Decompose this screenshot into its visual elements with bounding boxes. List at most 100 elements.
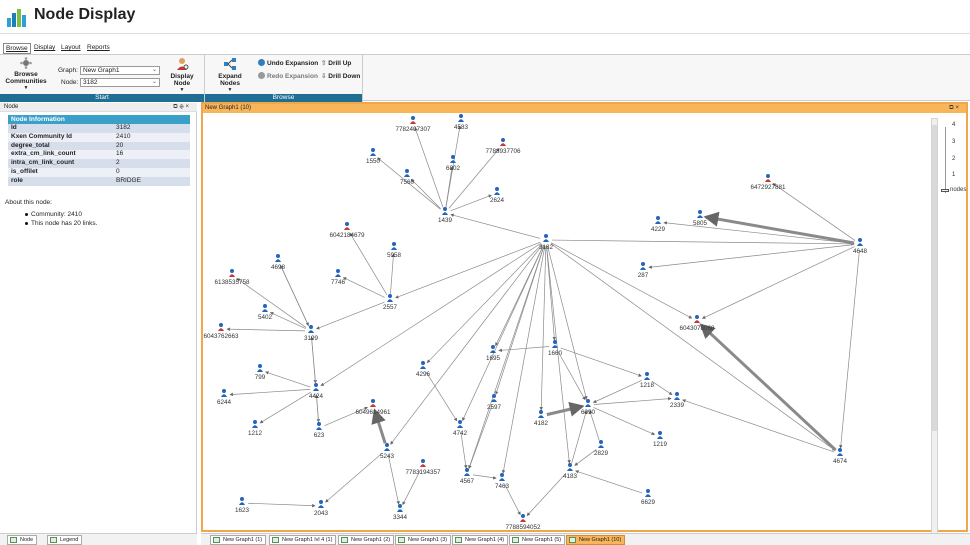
graph-node[interactable]: 7782407307 xyxy=(395,116,431,133)
menu-tab-reports[interactable]: Reports xyxy=(87,44,110,51)
graph-node[interactable]: 799 xyxy=(255,364,266,381)
node-select[interactable]: 3182⌄ xyxy=(80,78,160,87)
graph-node[interactable]: 5243 xyxy=(380,443,395,460)
graph-node[interactable]: 287 xyxy=(638,262,649,279)
graph-node[interactable]: 6049614961 xyxy=(355,399,391,416)
graph-edge xyxy=(450,194,492,212)
graph-edge xyxy=(450,213,541,239)
drill-down-button[interactable]: ⇩ Drill Down xyxy=(321,72,360,80)
graph-node[interactable]: 5402 xyxy=(258,304,273,321)
graph-node[interactable]: 6802 xyxy=(446,155,461,172)
graph-canvas[interactable]: 3182 7782407307 4583 7788937706 1550 6802 7560… xyxy=(203,113,966,534)
graph-node[interactable]: 4698 xyxy=(271,254,286,271)
graph-node[interactable]: 4229 xyxy=(651,216,666,233)
graph-edge xyxy=(310,336,316,384)
tab-graph-4[interactable]: New Graph1 (4) xyxy=(452,535,509,545)
person-icon xyxy=(218,328,224,331)
graph-node[interactable]: 2043 xyxy=(314,500,329,517)
graph-node[interactable]: 6090 xyxy=(581,399,596,416)
graph-node[interactable]: 7560 xyxy=(400,169,415,186)
graph-node[interactable]: 6043762663 xyxy=(203,323,239,340)
person-icon xyxy=(314,383,318,387)
graph-node[interactable]: 1219 xyxy=(653,431,668,448)
graph-node[interactable]: 2339 xyxy=(670,392,685,409)
browse-communities-button[interactable]: Browse Communities ▼ xyxy=(3,57,49,91)
network-graph[interactable]: 3182 7782407307 4583 7788937706 1550 6802 7560… xyxy=(203,113,928,532)
graph-node[interactable]: 4742 xyxy=(453,420,468,437)
drill-down-label: Drill Down xyxy=(328,73,361,80)
row-key: Kxen Community Id xyxy=(8,132,113,142)
menu-tab-layout[interactable]: Layout xyxy=(61,44,81,51)
graph-node[interactable]: 5805 xyxy=(693,210,708,227)
graph-node[interactable]: 1218 xyxy=(640,372,655,389)
graph-node[interactable]: 7788937706 xyxy=(485,138,521,155)
restore-icon[interactable]: ⧉ xyxy=(173,104,180,110)
graph-node[interactable]: 4296 xyxy=(416,361,431,378)
graph-node[interactable]: 4424 xyxy=(309,383,324,400)
tab-graph-lvl4[interactable]: New Graph1 lvl 4 (1) xyxy=(269,535,337,545)
graph-node[interactable]: 3344 xyxy=(393,504,408,521)
zoom-slider-handle[interactable] xyxy=(941,189,949,192)
graph-node[interactable]: 7746 xyxy=(331,269,346,286)
node-label: 6629 xyxy=(641,499,656,506)
node-label: 2829 xyxy=(594,450,609,457)
node-label: 3199 xyxy=(304,335,319,342)
graph-node[interactable]: 6043078068 xyxy=(679,315,715,332)
graph-node[interactable]: 7783194357 xyxy=(405,459,441,476)
graph-node[interactable]: 2829 xyxy=(594,440,609,457)
restore-icon[interactable]: ⧉ xyxy=(949,105,956,111)
tab-graph-2[interactable]: New Graph1 (2) xyxy=(338,535,395,545)
graph-node[interactable]: 3199 xyxy=(304,325,319,342)
graph-node[interactable]: 1439 xyxy=(438,207,453,224)
tab-graph-3[interactable]: New Graph1 (3) xyxy=(395,535,452,545)
person-icon xyxy=(258,364,262,368)
graph-node[interactable]: 5958 xyxy=(387,242,402,259)
zoom-slider-track[interactable] xyxy=(945,127,946,193)
graph-node[interactable]: 4583 xyxy=(454,114,469,131)
graph-node[interactable]: 4648 xyxy=(853,238,868,255)
undo-expansion-button[interactable]: Undo Expansion xyxy=(258,59,318,67)
menu-tab-display[interactable]: Display xyxy=(34,44,56,51)
graph-node[interactable]: 6042184679 xyxy=(329,222,365,239)
expand-nodes-button[interactable]: Expand Nodes ▼ xyxy=(208,57,252,93)
graph-node[interactable]: 7788594052 xyxy=(505,514,541,531)
graph-edge xyxy=(571,410,588,464)
close-icon[interactable]: × xyxy=(955,105,961,111)
graph-node[interactable]: 1695 xyxy=(486,345,501,362)
graph-select[interactable]: New Graph1⌄ xyxy=(80,66,160,75)
graph-node[interactable]: 4183 xyxy=(563,463,578,480)
graph-node[interactable]: 1660 xyxy=(548,340,563,357)
graph-node[interactable]: 623 xyxy=(314,422,325,439)
row-value: 3182 xyxy=(113,124,190,133)
graph-node[interactable]: 3182 xyxy=(539,234,554,251)
graph-node[interactable]: 1550 xyxy=(366,148,381,165)
graph-node[interactable]: 7463 xyxy=(495,473,510,490)
redo-expansion-button[interactable]: Redo Expansion xyxy=(258,72,318,80)
graph-node[interactable]: 6629 xyxy=(641,489,656,506)
tab-graph-5[interactable]: New Graph1 (5) xyxy=(509,535,566,545)
tab-legend[interactable]: Legend xyxy=(47,535,83,545)
tab-label: New Graph1 (4) xyxy=(465,537,505,543)
graph-node[interactable]: 2597 xyxy=(487,394,502,411)
menu-tab-browse[interactable]: Browse xyxy=(3,43,31,54)
tab-graph-10[interactable]: New Graph1 (10) xyxy=(566,535,626,545)
scrollbar-thumb[interactable] xyxy=(932,125,937,431)
graph-node[interactable]: 2624 xyxy=(490,187,505,204)
graph-node[interactable]: 2557 xyxy=(383,294,398,311)
graph-node[interactable]: 4567 xyxy=(460,468,475,485)
drill-up-button[interactable]: ⇧ Drill Up xyxy=(321,59,351,67)
graph-node[interactable]: 1212 xyxy=(248,420,263,437)
tab-graph-1[interactable]: New Graph1 (1) xyxy=(210,535,267,545)
graph-node[interactable]: 4674 xyxy=(833,448,848,465)
graph-node[interactable]: 6472927881 xyxy=(750,174,786,191)
vertical-scrollbar[interactable] xyxy=(931,118,938,534)
tab-node[interactable]: Node xyxy=(7,535,38,545)
graph-node[interactable]: 6244 xyxy=(217,389,232,406)
pin-icon[interactable]: ⊕ xyxy=(179,104,186,110)
graph-node[interactable]: 1623 xyxy=(235,497,250,514)
close-icon[interactable]: × xyxy=(185,104,191,110)
display-node-button[interactable]: Display Node ▼ xyxy=(162,57,202,93)
graph-node[interactable]: 6138535758 xyxy=(214,269,250,286)
graph-node[interactable]: 4182 xyxy=(534,410,549,427)
